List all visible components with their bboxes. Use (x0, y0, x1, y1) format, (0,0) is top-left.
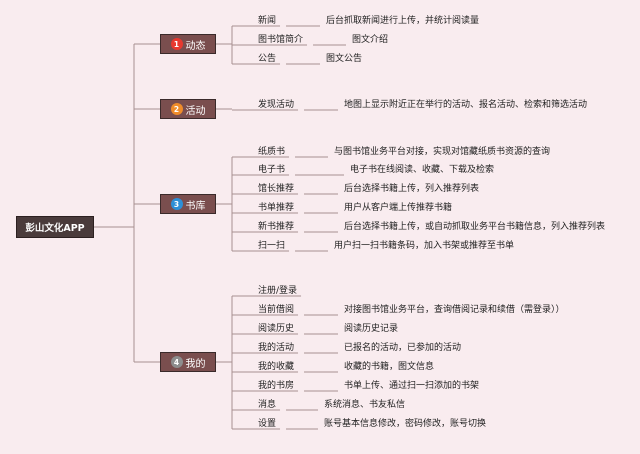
item-description: 图文公告 (326, 54, 363, 64)
item-name: 书单推荐 (258, 203, 295, 213)
item-description: 地图上显示附近正在举行的活动、报名活动、检索和筛选活动 (344, 100, 588, 110)
item-name: 我的活动 (258, 343, 295, 353)
item-description: 后台选择书籍上传，或自动抓取业务平台书籍信息，列入推荐列表 (344, 222, 606, 232)
item-description: 书单上传、通过扫一扫添加的书架 (344, 381, 480, 391)
item-name: 扫一扫 (258, 241, 286, 251)
item-name: 新闻 (258, 16, 277, 26)
category-label: 动态 (185, 40, 206, 52)
item-description: 对接图书馆业务平台，查询借阅记录和续借（需登录）） (344, 305, 565, 315)
item-description: 电子书在线阅读、收藏、下载及检索 (350, 165, 495, 175)
number-badge-icon: 1 (170, 38, 183, 50)
item-name: 新书推荐 (258, 222, 295, 232)
item-name: 消息 (258, 400, 277, 410)
item-description: 与图书馆业务平台对接，实现对馆藏纸质书资源的查询 (334, 147, 551, 157)
item-name: 纸质书 (258, 147, 286, 157)
item-name: 电子书 (258, 165, 286, 175)
category-label: 书库 (185, 200, 206, 212)
item-name: 当前借阅 (258, 305, 295, 315)
item-name: 注册/登录 (258, 286, 298, 296)
item-description: 图文介绍 (352, 35, 389, 45)
item-name: 图书馆简介 (258, 35, 304, 45)
item-name: 我的收藏 (258, 362, 295, 372)
item-name: 阅读历史 (258, 324, 295, 334)
number-badge-icon: 3 (170, 198, 183, 210)
item-name: 公告 (258, 54, 277, 64)
item-description: 用户从客户端上传推荐书籍 (344, 203, 453, 213)
item-name: 馆长推荐 (258, 184, 295, 194)
item-name: 发现活动 (258, 100, 295, 110)
category-label: 我的 (185, 358, 206, 370)
item-description: 已报名的活动，已参加的活动 (344, 343, 462, 353)
category-label: 活动 (185, 105, 206, 117)
item-name: 设置 (258, 419, 277, 429)
root-node: 彭山文化APP (16, 216, 94, 238)
item-description: 后台抓取新闻进行上传，并统计阅读量 (326, 16, 480, 26)
item-description: 阅读历史记录 (344, 324, 399, 334)
item-name: 我的书房 (258, 381, 295, 391)
item-description: 后台选择书籍上传，列入推荐列表 (344, 184, 480, 194)
number-badge-icon: 4 (170, 356, 183, 368)
item-description: 收藏的书籍，图文信息 (344, 362, 435, 372)
number-badge-icon: 2 (170, 103, 183, 115)
item-description: 系统消息、书友私信 (324, 400, 406, 410)
item-description: 账号基本信息修改，密码修改，账号切换 (324, 419, 487, 429)
item-description: 用户扫一扫书籍条码，加入书架或推荐至书单 (334, 241, 515, 251)
